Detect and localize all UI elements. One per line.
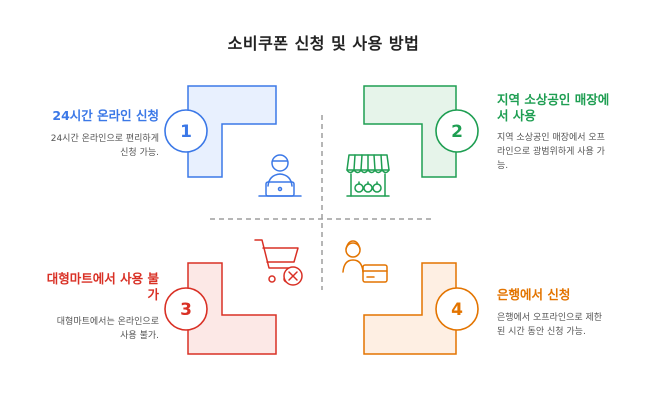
step-3-desc: 대형마트에서는 온라인으로 사용 불가. <box>14 315 159 343</box>
person-laptop-icon <box>258 154 302 197</box>
step-3-heading: 대형마트에서 사용 불 가 <box>14 271 159 303</box>
step-3-circle <box>164 287 208 331</box>
storefront-icon <box>346 154 390 197</box>
step-1-desc: 24시간 온라인으로 편리하게 신청 가능. <box>14 132 159 160</box>
quadrant-1-shape <box>187 85 277 178</box>
step-2-heading-line: 지역 소상공인 매장에 <box>497 92 610 107</box>
step-3-desc-line: 사용 불가. <box>120 331 159 341</box>
step-4-desc: 은행에서 오프라인으로 제한 된 시간 동안 신청 가능. <box>497 311 637 339</box>
step-2-number: 2 <box>451 122 463 142</box>
step-2-desc-line: 라인으로 광범위하게 사용 가 <box>497 147 605 157</box>
step-3-desc-line: 대형마트에서는 온라인으로 <box>56 317 159 327</box>
step-1-desc-line: 24시간 온라인으로 편리하게 <box>50 134 159 144</box>
step-4-heading: 은행에서 신청 <box>497 287 571 302</box>
step-3-heading-line: 가 <box>147 287 159 302</box>
diagram-title: 소비쿠폰 신청 및 사용 방법 <box>227 34 420 53</box>
step-2-circle <box>435 109 479 153</box>
bank-teller-icon <box>342 240 388 283</box>
step-2-desc-line: 능. <box>497 161 509 171</box>
cart-blocked-icon <box>254 239 303 286</box>
step-1-circle <box>164 109 208 153</box>
quadrant-3-shape <box>187 262 277 355</box>
step-2-desc: 지역 소상공인 매장에서 오프 라인으로 광범위하게 사용 가 능. <box>497 131 637 173</box>
step-2-heading: 지역 소상공인 매장에 서 사용 <box>497 92 637 124</box>
step-4-circle <box>435 287 479 331</box>
step-1-heading: 24시간 온라인 신청 <box>52 108 159 123</box>
step-3-number: 3 <box>180 300 192 320</box>
step-4-desc-line: 은행에서 오프라인으로 제한 <box>497 313 603 323</box>
step-2-desc-line: 지역 소상공인 매장에서 오프 <box>497 133 605 143</box>
step-1-number: 1 <box>180 122 192 142</box>
step-4-desc-line: 된 시간 동안 신청 가능. <box>497 327 586 337</box>
step-2-heading-line: 서 사용 <box>497 108 536 123</box>
quadrant-2-shape <box>363 85 457 178</box>
step-4-number: 4 <box>451 300 463 320</box>
quadrant-4-shape <box>363 262 457 355</box>
step-1-desc-line: 신청 가능. <box>120 148 159 158</box>
step-3-heading-line: 대형마트에서 사용 불 <box>46 271 159 286</box>
